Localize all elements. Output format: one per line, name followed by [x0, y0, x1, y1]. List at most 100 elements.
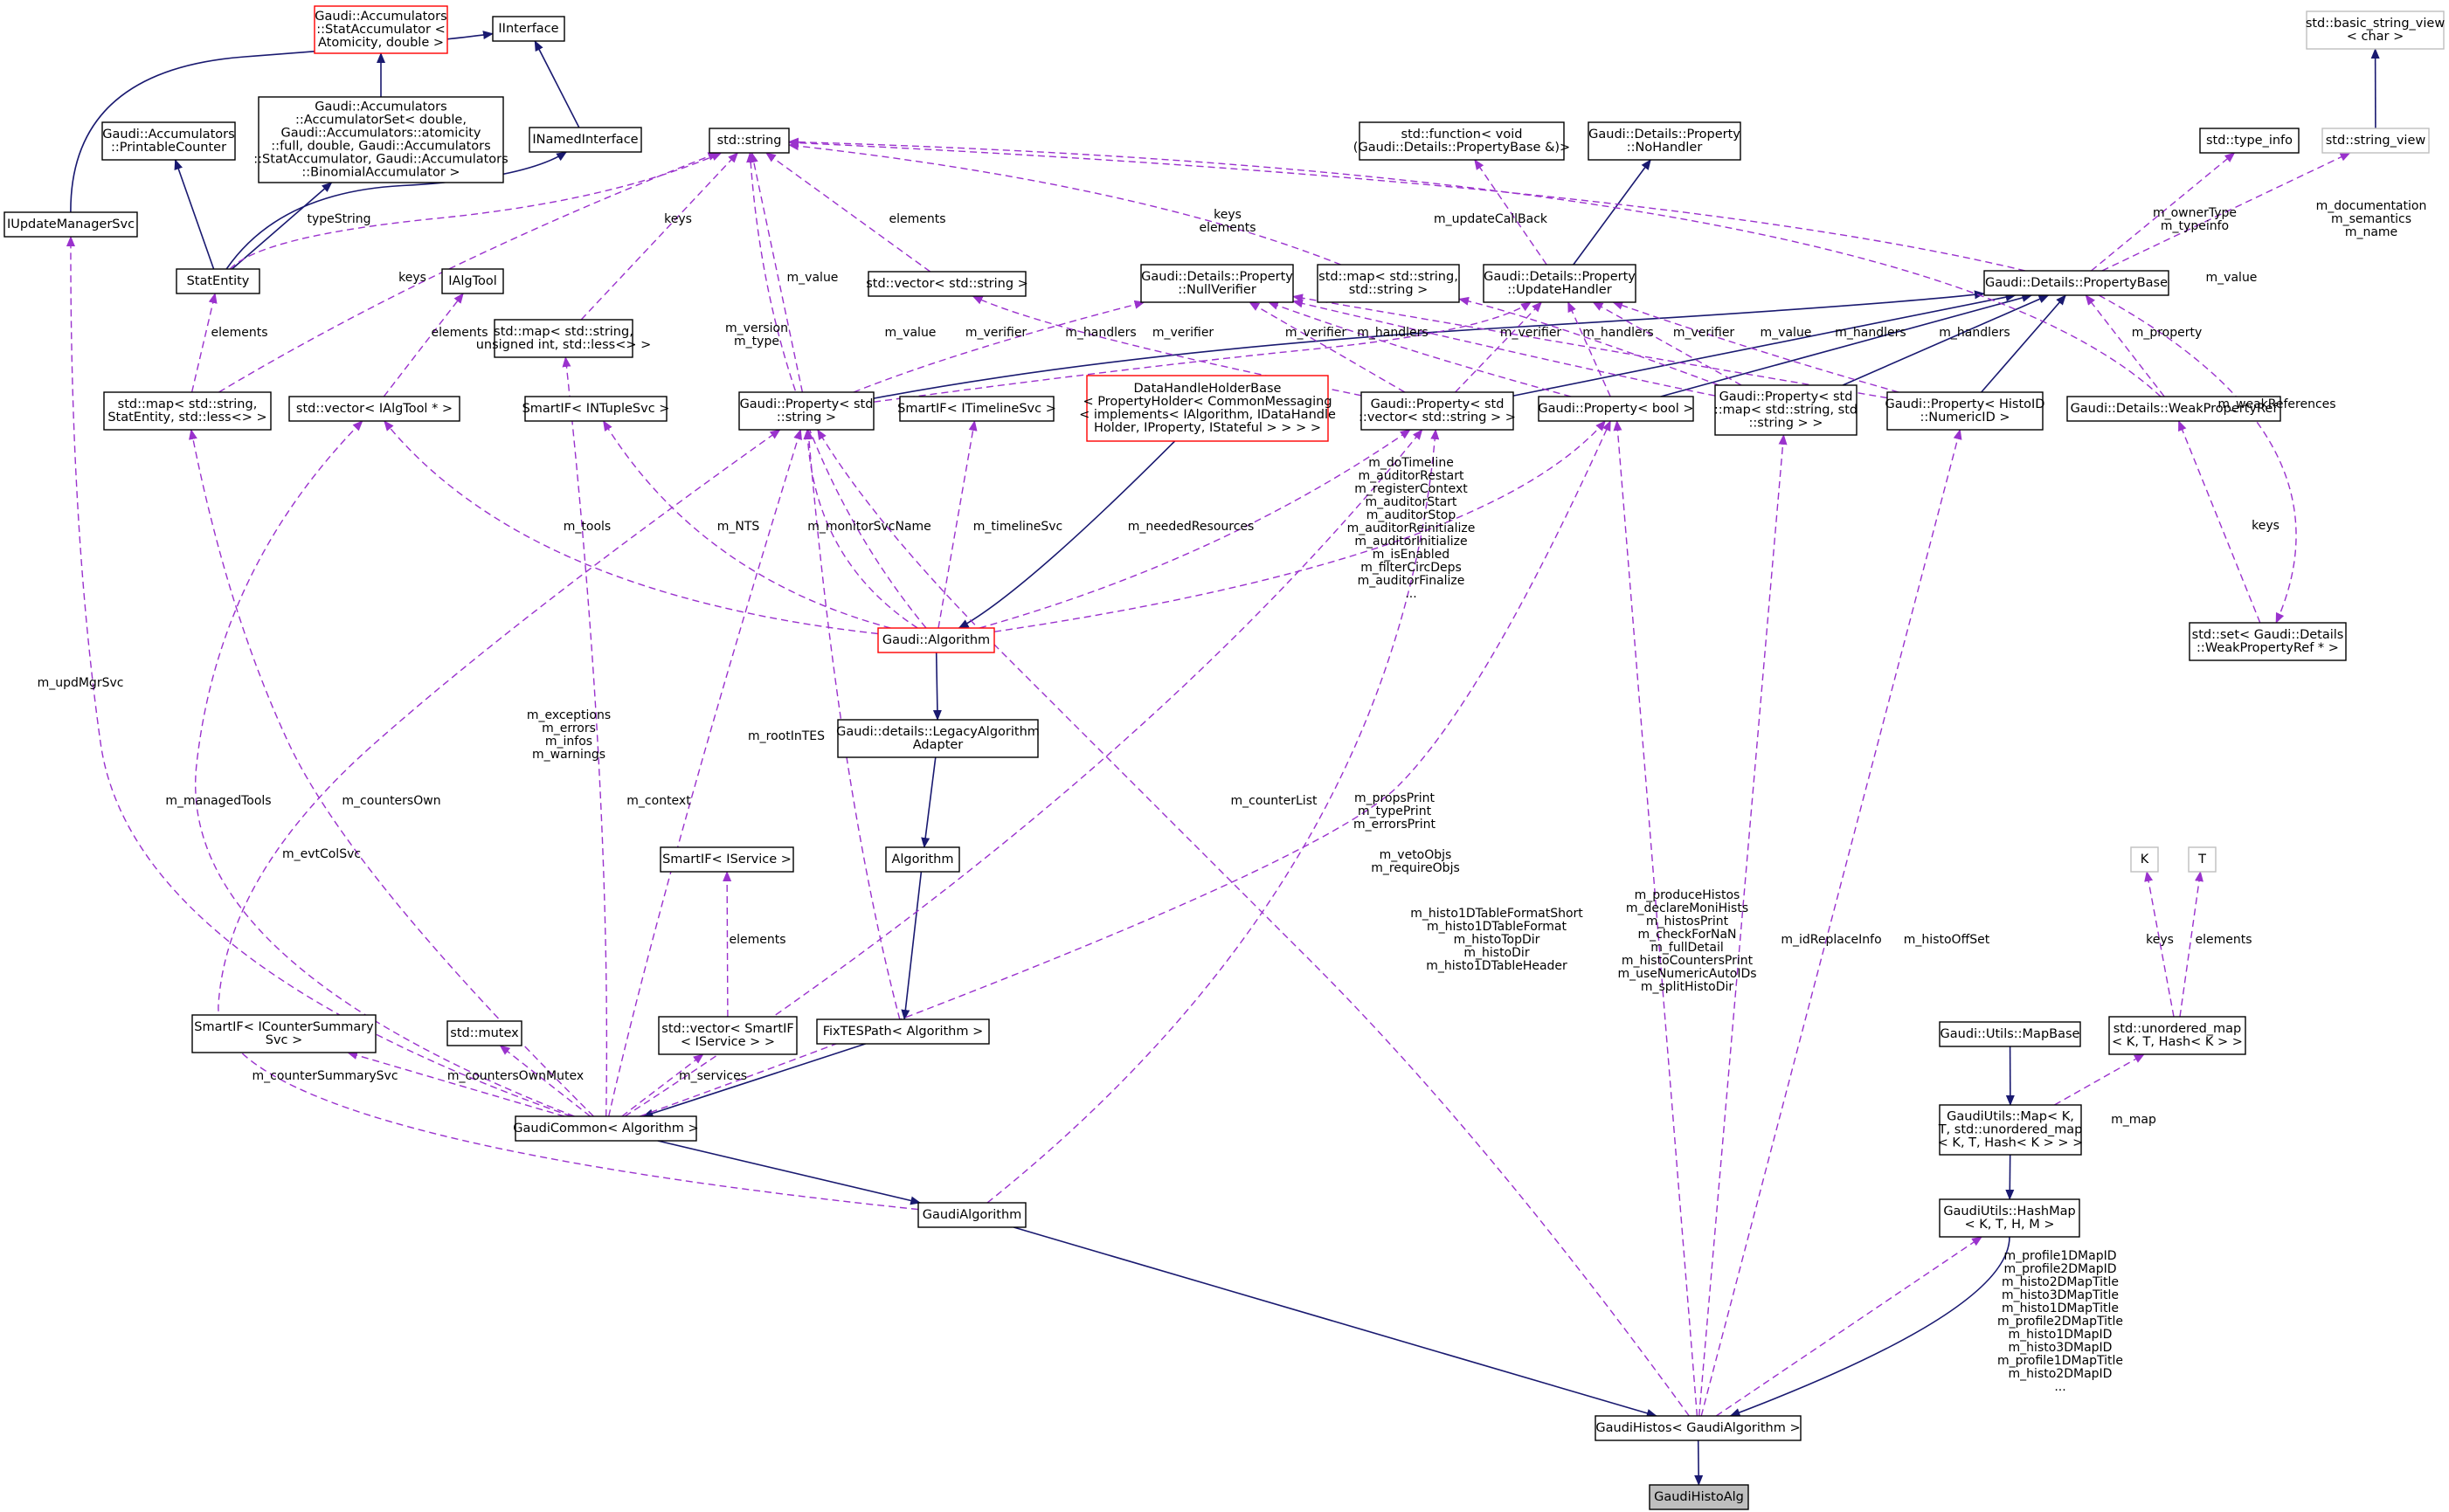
edge-label-l_handlers_1: m_handlers [1065, 326, 1136, 340]
class-node-algorithm2[interactable]: Algorithm [885, 846, 960, 873]
class-node-mapuint[interactable]: std::map< std::string,unsigned int, std:… [476, 319, 652, 358]
usage-edge-propbool-to-updatehandler [1567, 301, 1611, 397]
class-node-utilsmap[interactable]: GaudiUtils::Map< K,T, std::unordered_map… [1938, 1104, 2084, 1156]
class-node-name-line: std::map< std::string, [1318, 270, 1458, 284]
class-node-ntuplesvc[interactable]: SmartIF< INTupleSvc > [522, 396, 670, 422]
class-node-frame [1086, 375, 1329, 442]
class-node-propstring[interactable]: Gaudi::Property< std::string > [738, 391, 875, 431]
class-node-name-line: Holder, IProperty, IStateful > > > > [1094, 421, 1321, 435]
class-node-stdstring[interactable]: std::string [709, 128, 790, 154]
class-node-setweak[interactable]: std::set< Gaudi::Details::WeakPropertyRe… [2189, 622, 2347, 661]
class-node-iupdmgr[interactable]: IUpdateManagerSvc [3, 211, 138, 238]
edge-label-l_countersown: m_countersOwn [342, 794, 440, 808]
class-node-frame [2188, 846, 2217, 873]
class-node-propbase[interactable]: Gaudi::Details::PropertyBase [1983, 270, 2169, 296]
class-node-statentity[interactable]: StatEntity [176, 268, 260, 294]
class-node-nohandler[interactable]: Gaudi::Details::Property::NoHandler [1588, 121, 1741, 161]
class-node-prophistoid[interactable]: Gaudi::Property< HistoID::NumericID > [1885, 391, 2045, 431]
class-node-gaudihistos[interactable]: GaudiHistos< GaudiAlgorithm > [1595, 1415, 1802, 1441]
class-node-name-line: Gaudi::Property< std [740, 397, 874, 411]
class-node-propbool[interactable]: Gaudi::Property< bool > [1538, 396, 1694, 422]
usage-edge-gaudicommon-to-countersum [347, 1051, 565, 1117]
class-node-name-line: < char > [2347, 30, 2404, 44]
class-node-unordmap[interactable]: std::unordered_map< K, T, Hash< K > > [2108, 1016, 2246, 1055]
class-node-nullverifier[interactable]: Gaudi::Details::Property::NullVerifier [1140, 264, 1294, 303]
edge-label-l_counterlist: m_counterList [1231, 794, 1318, 808]
edge-label-line: m_verifier [1500, 326, 1562, 340]
inheritance-edge-gaudialgorithm-to-gaudihistos [1013, 1226, 1657, 1418]
class-node-ialgtool[interactable]: IAlgTool [441, 268, 504, 294]
class-node-frame [1140, 264, 1294, 303]
class-node-frame [1983, 270, 2169, 296]
class-node-basicsv[interactable]: std::basic_string_view< char > [2306, 10, 2446, 50]
usage-edge-gaudihistos-to-propbool [1613, 420, 1698, 1417]
class-node-name-line: GaudiHistoAlg [1654, 1490, 1744, 1504]
class-node-tt[interactable]: T [2188, 846, 2217, 873]
class-node-datahandle[interactable]: DataHandleHolderBase< PropertyHolder< Co… [1079, 375, 1336, 442]
edge-label-line: m_version [725, 321, 788, 335]
edge-label-line: m_histoOffSet [1904, 933, 1990, 947]
class-node-typeinfo[interactable]: std::type_info [2199, 128, 2300, 154]
edge-label-line: m_verifier [1673, 326, 1735, 340]
class-node-vecsmartif[interactable]: std::vector< SmartIF< IService > > [658, 1016, 798, 1055]
class-node-vecstring[interactable]: std::vector< std::string > [866, 271, 1028, 297]
usage-edge-propbase-to-stringview [2101, 152, 2351, 272]
class-node-frame [446, 1020, 522, 1046]
usage-edge-mapstrstr-to-stdstring [788, 142, 1341, 266]
class-node-gaudicommon[interactable]: GaudiCommon< Algorithm > [513, 1115, 699, 1142]
class-node-histoalg: GaudiHistoAlg [1649, 1484, 1749, 1510]
class-node-mapbase[interactable]: Gaudi::Utils::MapBase [1939, 1021, 2081, 1047]
class-node-propvecstring[interactable]: Gaudi::Property< std::vector< std::strin… [1359, 391, 1516, 431]
class-node-mapstat[interactable]: std::map< std::string,StatEntity, std::l… [103, 391, 272, 431]
usage-edge-vecalgtool-to-ialgtool [383, 293, 464, 397]
class-node-name-line: StatEntity, std::less<> > [107, 411, 266, 425]
class-node-name-line: SmartIF< ITimelineSvc > [897, 402, 1056, 416]
class-node-name-line: Svc > [266, 1033, 303, 1047]
class-node-printable[interactable]: Gaudi::Accumulators::PrintableCounter [101, 121, 236, 161]
class-node-inamed[interactable]: INamedInterface [529, 127, 642, 153]
class-node-frame [524, 396, 668, 422]
class-node-frame [3, 211, 138, 238]
class-node-accset[interactable]: Gaudi::Accumulators::AccumulatorSet< dou… [253, 96, 508, 183]
class-node-updatehandler[interactable]: Gaudi::Details::Property::UpdateHandler [1483, 264, 1636, 303]
class-node-funcvoid[interactable]: std::function< void(Gaudi::Details::Prop… [1353, 121, 1570, 161]
class-node-isvc[interactable]: SmartIF< IService > [660, 846, 794, 873]
inheritance-edge-propmap-to-propbase [1842, 294, 2050, 386]
class-node-name-line: Gaudi::Accumulators [315, 100, 446, 114]
class-node-name-line: Gaudi::Algorithm [882, 633, 990, 647]
edge-label-line: m_checkForNaN [1637, 928, 1736, 942]
usage-edge-gaudicommon-to-mapstat [189, 429, 594, 1117]
class-node-name-line: Gaudi::Accumulators [315, 10, 446, 24]
edge-label-line: m_registerContext [1354, 482, 1468, 496]
class-node-frame [529, 127, 642, 153]
edge-label-line: m_counterList [1231, 794, 1318, 808]
class-node-fixtes[interactable]: FixTESPath< Algorithm > [816, 1018, 990, 1045]
class-node-mutex[interactable]: std::mutex [446, 1020, 522, 1046]
edge-label-l_map: m_map [2111, 1113, 2156, 1127]
class-node-name-line: ::BinomialAccumulator > [301, 166, 460, 180]
edge-label-line: m_histo3DMapID [2009, 1341, 2113, 1355]
usage-edge-algorithm-to-timelinesvc [937, 420, 978, 629]
class-node-mapstrstr[interactable]: std::map< std::string,std::string > [1317, 264, 1460, 303]
class-node-frame [709, 128, 790, 154]
inheritance-edge-hashmap-to-gaudihistos [1729, 1236, 2010, 1417]
class-node-weakref[interactable]: Gaudi::Details::WeakPropertyRef [2066, 396, 2281, 422]
class-node-tk[interactable]: K [2130, 846, 2159, 873]
class-node-algorithm[interactable]: Gaudi::Algorithm [877, 627, 995, 653]
class-node-statacc[interactable]: Gaudi::Accumulators::StatAccumulator <At… [314, 5, 448, 54]
edge-label-l_idreplace: m_idReplaceInfo [1781, 933, 1881, 947]
class-node-gaudialgorithm[interactable]: GaudiAlgorithm [917, 1202, 1027, 1228]
class-node-timelinesvc[interactable]: SmartIF< ITimelineSvc > [897, 396, 1056, 422]
class-node-frame [1360, 391, 1514, 431]
class-node-name-line: SmartIF< INTupleSvc > [522, 402, 670, 416]
class-node-iinterface[interactable]: IInterface [492, 16, 565, 42]
edge-label-line: m_managedTools [165, 794, 271, 808]
class-node-hashmap[interactable]: GaudiUtils::HashMap< K, T, H, M > [1939, 1198, 2080, 1238]
class-node-propmap[interactable]: Gaudi::Property< std::map< std::string, … [1714, 384, 1858, 436]
edge-label-l_verifier_1: m_verifier [965, 326, 1027, 340]
class-node-frame [1886, 391, 2044, 431]
class-node-stringview[interactable]: std::string_view [2321, 128, 2430, 154]
class-node-vecalgtool[interactable]: std::vector< IAlgTool * > [288, 396, 460, 422]
